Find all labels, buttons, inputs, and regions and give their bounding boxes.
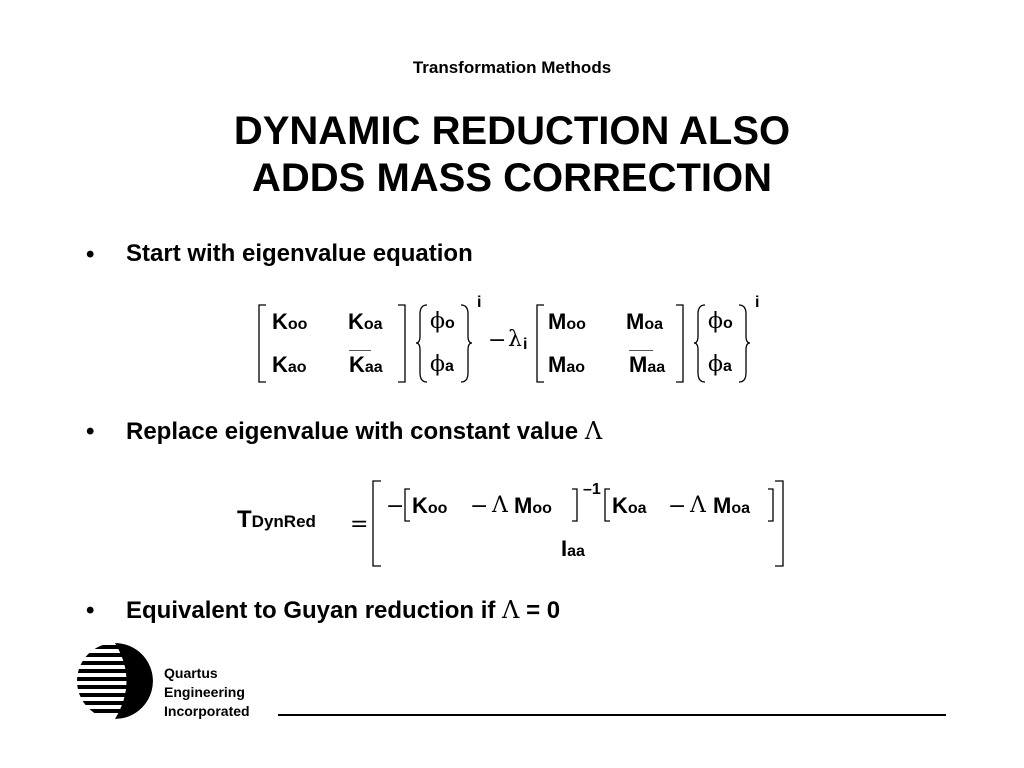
m-ao-symbol: Mao	[548, 352, 585, 377]
m-oa-symbol: Moa	[626, 309, 663, 334]
k-oo-symbol: Koo	[412, 493, 448, 518]
lambda-index-subscript: i	[523, 336, 528, 353]
minus-sign: −	[668, 494, 687, 519]
k-aa-symbol: Kaa	[349, 352, 383, 377]
m-oo-symbol: Moo	[548, 309, 586, 334]
k-aa-overbar	[349, 350, 371, 351]
phi-a-symbol: ϕa	[430, 352, 454, 377]
m-oa-symbol: Moa	[713, 493, 750, 518]
m-aa-symbol: Maa	[629, 352, 666, 377]
phi-a-symbol-2: ϕa	[708, 352, 732, 377]
bullet-text-guyan: Equivalent to Guyan reduction if Λ = 0	[126, 596, 561, 624]
phi-o-symbol: ϕo	[430, 309, 455, 334]
inverse-bracket	[404, 488, 578, 522]
m-matrix-bracket	[536, 304, 684, 383]
slide-header: Transformation Methods	[412, 58, 612, 77]
bullet-text-replace: Replace eigenvalue with constant value Λ	[126, 417, 603, 445]
k-oo-symbol: Koo	[272, 309, 308, 334]
title-line-2: ADDS MASS CORRECTION	[251, 156, 773, 200]
bullet-marker: •	[86, 241, 95, 268]
slide-title: DYNAMIC REDUCTION ALSO ADDS MASS CORRECT…	[0, 108, 1024, 202]
capital-lambda-symbol: Λ	[492, 493, 508, 518]
title-line-1: DYNAMIC REDUCTION ALSO	[233, 109, 791, 153]
phi-vector-brace-2	[693, 304, 751, 383]
k-ao-symbol: Kao	[272, 352, 307, 377]
lambda-symbol: λ	[508, 327, 522, 352]
bullet-text-eigenvalue: Start with eigenvalue equation	[126, 240, 473, 267]
m-oo-symbol: Moo	[514, 493, 552, 518]
m-aa-overbar	[629, 350, 653, 351]
minus-sign: −	[470, 494, 489, 519]
mode-index-superscript: i	[477, 294, 482, 311]
capital-lambda-symbol: Λ	[584, 417, 603, 445]
mode-index-superscript-2: i	[755, 294, 760, 311]
i-aa-symbol: Iaa	[561, 536, 585, 561]
k-oa-symbol: Koa	[348, 309, 383, 334]
capital-lambda-symbol: Λ	[502, 596, 520, 624]
footer-rule	[278, 714, 946, 716]
minus-sign: −	[386, 494, 405, 519]
minus-sign: −	[488, 328, 507, 353]
k-oa-symbol: Koa	[612, 493, 647, 518]
capital-lambda-symbol: Λ	[690, 493, 706, 518]
equals-sign: =	[350, 512, 369, 537]
bullet-marker: •	[86, 597, 95, 624]
outer-bracket	[372, 480, 784, 567]
t-dynred-symbol: TDynRed	[237, 506, 316, 533]
phi-o-symbol-2: ϕo	[708, 309, 733, 334]
phi-vector-brace	[415, 304, 473, 383]
inverse-exponent: –1	[583, 481, 601, 498]
company-logo-icon	[77, 643, 153, 719]
company-name: Quartus Engineering Incorporated	[164, 665, 250, 719]
k-matrix-bracket	[258, 304, 406, 383]
bullet-marker: •	[86, 418, 95, 445]
coupling-bracket	[604, 488, 774, 522]
